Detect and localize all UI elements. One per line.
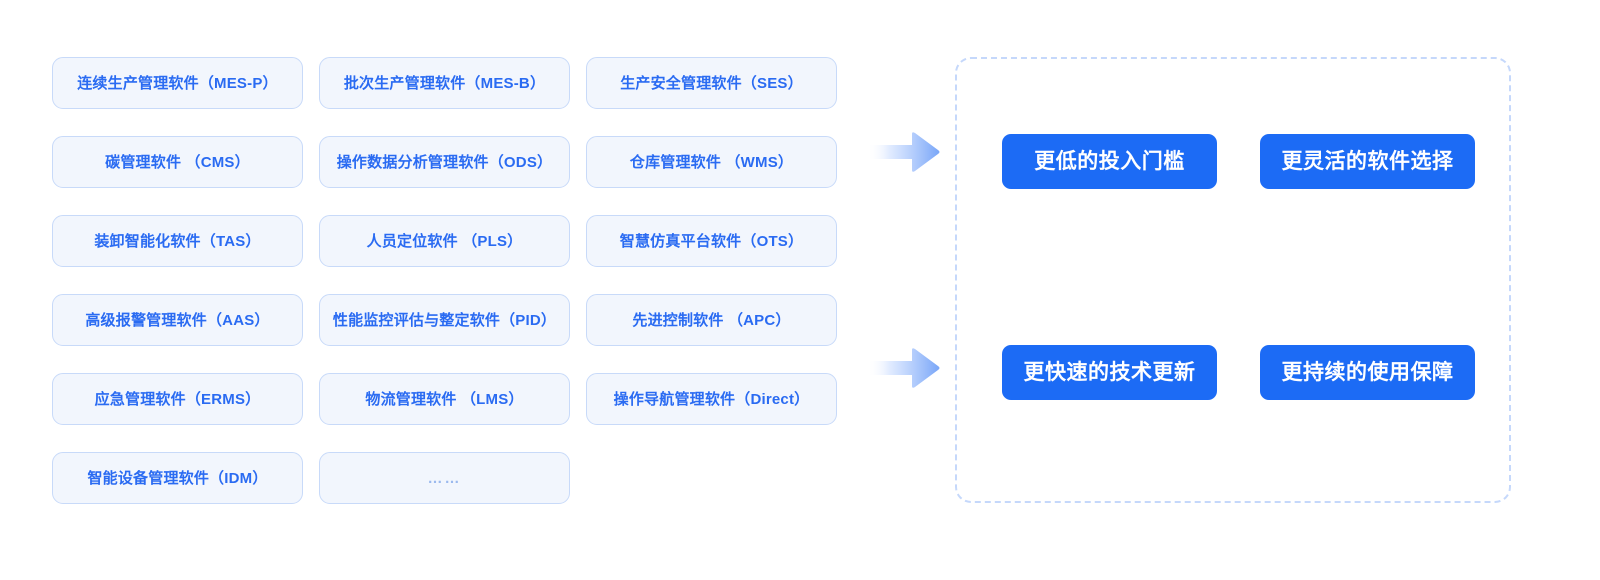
software-card[interactable]: 连续生产管理软件（MES-P） [52, 57, 303, 109]
benefit-card[interactable]: 更快速的技术更新 [1002, 345, 1217, 400]
software-card[interactable]: 高级报警管理软件（AAS） [52, 294, 303, 346]
benefit-card[interactable]: 更低的投入门槛 [1002, 134, 1217, 189]
software-card[interactable]: 操作导航管理软件（Direct） [586, 373, 837, 425]
software-card[interactable]: 智能设备管理软件（IDM） [52, 452, 303, 504]
software-card[interactable]: 智慧仿真平台软件（OTS） [586, 215, 837, 267]
software-card[interactable]: 仓库管理软件 （WMS） [586, 136, 837, 188]
software-card[interactable]: 人员定位软件 （PLS） [319, 215, 570, 267]
software-card[interactable]: 批次生产管理软件（MES-B） [319, 57, 570, 109]
arrow-right-icon [868, 347, 940, 389]
benefits-panel: 更低的投入门槛 更灵活的软件选择 更快速的技术更新 更持续的使用保障 [955, 57, 1511, 503]
benefit-card[interactable]: 更持续的使用保障 [1260, 345, 1475, 400]
software-card-grid: 连续生产管理软件（MES-P） 碳管理软件 （CMS） 装卸智能化软件（TAS） 高级… [52, 57, 838, 507]
software-card[interactable]: 装卸智能化软件（TAS） [52, 215, 303, 267]
benefit-card[interactable]: 更灵活的软件选择 [1260, 134, 1475, 189]
software-card[interactable]: 生产安全管理软件（SES） [586, 57, 837, 109]
software-card[interactable]: 性能监控评估与整定软件（PID） [319, 294, 570, 346]
software-card[interactable]: 碳管理软件 （CMS） [52, 136, 303, 188]
software-card[interactable]: 物流管理软件 （LMS） [319, 373, 570, 425]
arrow-right-icon [868, 131, 940, 173]
software-card[interactable]: 先进控制软件 （APC） [586, 294, 837, 346]
software-card[interactable]: 应急管理软件（ERMS） [52, 373, 303, 425]
software-card-more[interactable]: …… [319, 452, 570, 504]
software-card[interactable]: 操作数据分析管理软件（ODS） [319, 136, 570, 188]
